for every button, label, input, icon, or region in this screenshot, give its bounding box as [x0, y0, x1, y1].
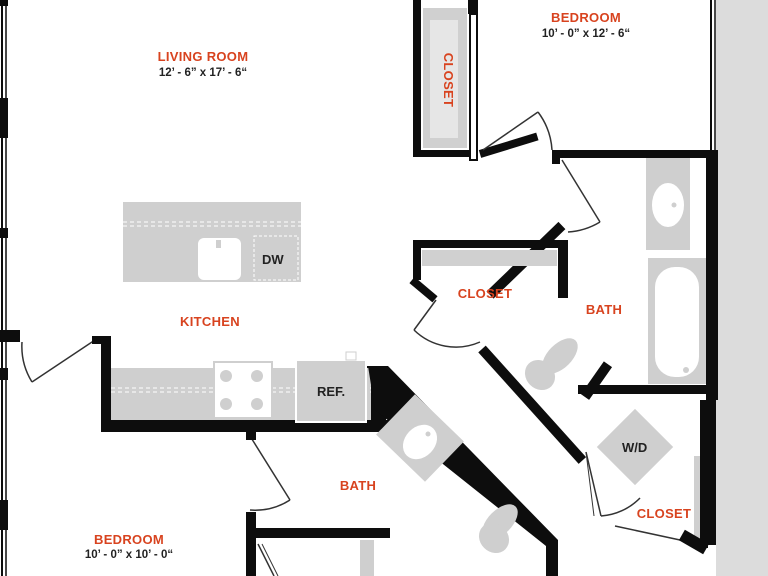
kitchen-name: KITCHEN: [180, 314, 240, 329]
left-window-wall: [0, 0, 20, 576]
exterior-area: [716, 0, 768, 576]
bath-center-name: BATH: [340, 478, 376, 493]
bedroom-top-walls: [478, 132, 714, 164]
closet-mid-name: CLOSET: [458, 286, 513, 301]
kitchen-sink-icon: [198, 238, 241, 280]
kitchen-island: DW: [123, 202, 301, 282]
closet-lower-left-shelf: [360, 540, 374, 576]
bath-center-toilet-icon: [478, 504, 518, 554]
stove-icon: [213, 361, 273, 419]
bath-right-toilet-icon: [524, 338, 578, 391]
washer-dryer: W/D: [596, 408, 674, 486]
door-swings: [21, 111, 681, 541]
dishwasher-label: DW: [262, 252, 284, 267]
bedroom-bottom-dims: 10’ - 0” x 10’ - 0“: [85, 549, 173, 561]
living-room-name: LIVING ROOM: [158, 49, 249, 64]
bath-right-name: BATH: [586, 302, 622, 317]
closet-top-name: CLOSET: [441, 53, 456, 108]
bedroom-top-name: BEDROOM: [551, 10, 621, 25]
refrigerator-label: REF.: [317, 384, 345, 399]
closet-bottom-name: CLOSET: [637, 506, 692, 521]
bath-right-walls: [478, 345, 713, 464]
bedroom-bottom-name: BEDROOM: [94, 532, 164, 547]
right-window-wall: [706, 0, 718, 545]
refrigerator: REF.: [295, 351, 367, 423]
closet-top-walls: [413, 0, 478, 161]
closet-bottom-shelf: [694, 456, 704, 546]
living-room-dims: 12’ - 6” x 17’ - 6“: [159, 67, 247, 79]
bedroom-top-dims: 10’ - 0” x 12’ - 6“: [542, 28, 630, 40]
bath-right-sink-icon: [652, 183, 684, 227]
washer-dryer-label: W/D: [622, 440, 647, 455]
dishwasher: [253, 235, 299, 281]
closet-top-shelf-inner: [430, 20, 458, 138]
closet-mid-shelf: [422, 250, 557, 266]
